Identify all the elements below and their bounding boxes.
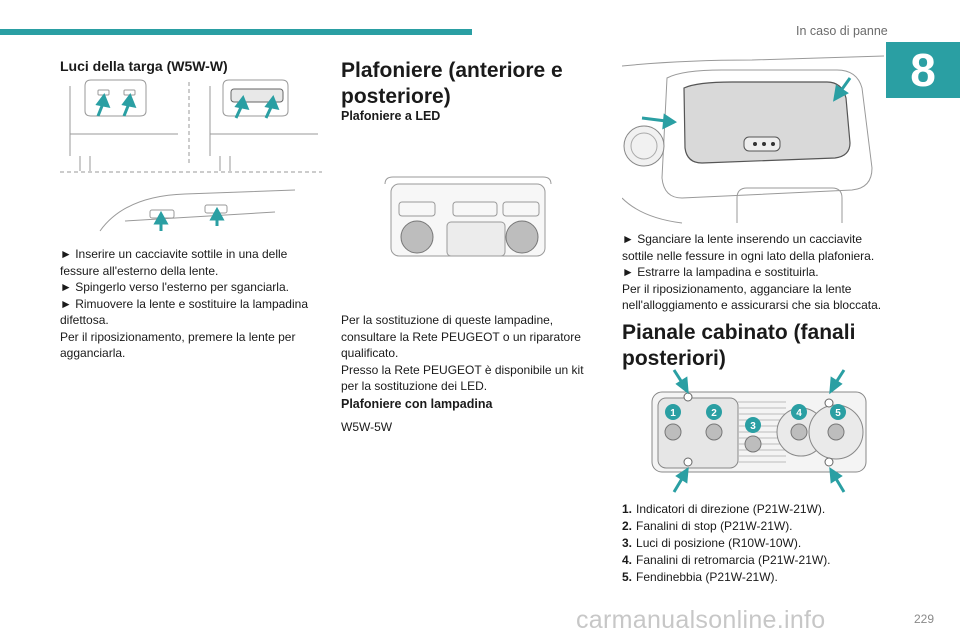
callout-4: 4 [796,408,802,419]
bulb-ceiling-lights-subheading: Plafoniere con lampadina [341,397,493,411]
list-item: 5.Fendinebbia (P21W-21W). [622,570,778,584]
led-ceiling-lights-text: Per la sostituzione di queste lampadine,… [341,313,584,393]
cab-chassis-rear-lights-heading: Pianale cabinato (fanali posteriori) [622,321,856,370]
ceiling-light-removal-illustration [622,55,884,224]
ceiling-light-instructions: ► Sganciare la lente inserendo un caccia… [622,232,882,312]
header-accent-bar [0,29,472,35]
list-item: 3.Luci di posizione (R10W-10W). [622,536,802,550]
callout-5: 5 [835,408,841,419]
licence-plate-lights-heading: Luci della targa (W5W-W) [60,58,228,74]
page-number: 229 [914,612,935,626]
figure-divider [60,171,322,173]
list-item: 1.Indicatori di direzione (P21W-21W). [622,502,826,516]
callout-3: 3 [750,421,756,432]
list-item: 2.Fanalini di stop (P21W-21W). [622,519,793,533]
led-ceiling-light-illustration [384,176,552,257]
chapter-badge: 8 [886,42,960,98]
ceiling-lights-heading: Plafoniere (anteriore e posteriore) [341,59,563,108]
rear-light-cluster-illustration: 1 2 3 4 5 [651,369,867,493]
licence-plate-instructions: ► Inserire un cacciavite sottile in una … [60,247,308,360]
ceiling-bulb-type: W5W-5W [341,420,393,434]
list-item: 4.Fanalini di retromarcia (P21W-21W). [622,553,831,567]
rear-lights-list: 1.Indicatori di direzione (P21W-21W). 2.… [622,501,831,586]
section-title: In caso di panne [796,24,888,38]
led-ceiling-lights-subheading: Plafoniere a LED [341,109,441,123]
callout-2: 2 [711,408,717,419]
rear-plate-closeup-illustration [99,189,296,232]
callout-1: 1 [670,408,676,419]
licence-plate-light-illustration [69,79,318,171]
watermark: carmanualsonline.info [576,606,826,634]
